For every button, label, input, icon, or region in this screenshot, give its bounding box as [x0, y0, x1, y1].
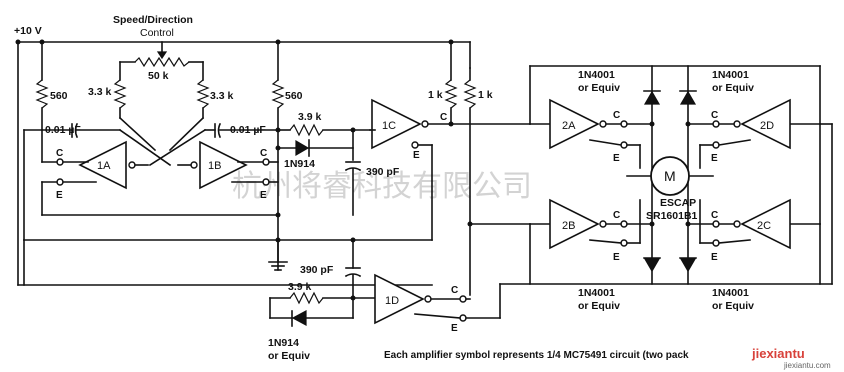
d-1n914-top-label: 1N914 [284, 158, 315, 170]
speed-control-label-line2: Control [140, 27, 174, 39]
amp-2c-pin-e: E [711, 252, 718, 263]
amp-2a-pin-e: E [613, 153, 620, 164]
amplifier-2c [687, 198, 821, 250]
amplifier-1b [177, 140, 279, 190]
r-1k-b-label: 1 k [478, 89, 493, 101]
r-1k-a-label: 1 k [428, 89, 443, 101]
amp-2d-pin-e: E [711, 153, 718, 164]
amp-1c-label: 1C [382, 120, 396, 132]
capacitor-390pf-top [344, 161, 362, 216]
d-tl-label-1: 1N4001 [578, 69, 615, 81]
r-560-left-label: 560 [50, 90, 68, 102]
r-33k-right-label: 3.3 k [210, 90, 234, 102]
amp-1b-label: 1B [208, 160, 221, 172]
amp-2a-label: 2A [562, 120, 576, 132]
logo-domain: jiexiantu.com [783, 361, 831, 370]
amplifier-1d [374, 273, 833, 325]
motor-symbol: M [664, 168, 676, 184]
diode-1n4001-bottom-left [643, 257, 661, 273]
r-560-right-label: 560 [285, 90, 303, 102]
caption-text: Each amplifier symbol represents 1/4 MC7… [384, 350, 689, 361]
amplifier-2d [687, 98, 821, 150]
diode-1n914-top [277, 129, 354, 161]
pot-label: 50 k [148, 70, 169, 82]
amp-1a-label: 1A [97, 160, 111, 172]
amp-1d-pin-c: C [451, 285, 458, 296]
amp-1a-pin-e: E [56, 190, 63, 201]
diode-1n914-bottom [269, 309, 354, 327]
c-001-left-label: 0.01 µF [45, 124, 81, 136]
d-br-label-2: or Equiv [712, 300, 754, 312]
d-bl-label-2: or Equiv [578, 300, 620, 312]
motor-make: ESCAP [660, 197, 696, 209]
capacitor-001uf-right [148, 122, 279, 167]
diode-1n4001-bottom-right [679, 257, 697, 273]
amp-1d-label: 1D [385, 295, 399, 307]
capacitor-001uf-left [23, 122, 172, 241]
motor [626, 156, 714, 196]
resistor-1k-a [444, 41, 531, 127]
resistor-39k-top [277, 123, 371, 137]
amplifier-2a [529, 98, 653, 150]
d-br-label-1: 1N4001 [712, 287, 749, 299]
ground-symbol [268, 239, 288, 271]
d-tl-label-2: or Equiv [578, 82, 620, 94]
d-1n914-bottom-label-2: or Equiv [268, 350, 310, 362]
d-tr-label-1: 1N4001 [712, 69, 749, 81]
d-bl-label-1: 1N4001 [578, 287, 615, 299]
d-1n914-bottom-label-1: 1N914 [268, 337, 299, 349]
site-logo: jiexiantu jiexiantu.com [751, 346, 831, 370]
d-tr-label-2: or Equiv [712, 82, 754, 94]
amplifier-1a [41, 129, 279, 216]
amplifier-1c [23, 98, 452, 241]
amp-2b-pin-c: C [613, 210, 620, 221]
resistor-560-right [271, 41, 285, 271]
amp-1c-pin-c: C [440, 112, 447, 123]
amp-2c-pin-c: C [711, 210, 718, 221]
potentiometer-50k [119, 41, 204, 81]
c-390-bottom-label: 390 pF [300, 264, 334, 276]
watermark-text: 杭州将睿科技有限公司 [232, 169, 532, 204]
amp-2b-pin-e: E [613, 252, 620, 263]
amp-1d-pin-e: E [451, 323, 458, 334]
supply-rail [15, 39, 471, 69]
resistor-33k-left [113, 79, 157, 152]
amp-2d-label: 2D [760, 120, 774, 132]
capacitor-390pf-bottom [344, 237, 362, 319]
resistor-39k-bottom [17, 41, 433, 319]
logo-name: jiexiantu [751, 346, 805, 361]
speed-control-label-line1: Speed/Direction [113, 14, 193, 26]
bridge-frame [529, 65, 833, 285]
amp-2b-label: 2B [562, 220, 575, 232]
amp-2d-pin-c: C [711, 110, 718, 121]
diode-1n4001-top-right [679, 90, 697, 105]
r-39k-top-label: 3.9 k [298, 111, 322, 123]
amp-1b-pin-c: C [260, 148, 267, 159]
c-390-top-label: 390 pF [366, 166, 400, 178]
amplifier-2b [529, 198, 653, 250]
c-001-right-label: 0.01 µF [230, 124, 266, 136]
r-39k-bottom-label: 3.9 k [288, 281, 312, 293]
motor-model: SR1601B1 [646, 210, 698, 222]
supply-label: +10 V [14, 25, 42, 37]
resistor-33k-right [168, 79, 210, 152]
amp-2c-label: 2C [757, 220, 771, 232]
amp-2a-pin-c: C [613, 110, 620, 121]
r-33k-left-label: 3.3 k [88, 86, 112, 98]
amp-1a-pin-c: C [56, 148, 63, 159]
amp-1c-pin-e: E [413, 150, 420, 161]
diode-1n4001-top-left [643, 90, 661, 105]
resistor-1k-b [463, 67, 531, 296]
amp-1b-pin-e: E [260, 190, 267, 201]
resistor-560-left [35, 41, 49, 131]
